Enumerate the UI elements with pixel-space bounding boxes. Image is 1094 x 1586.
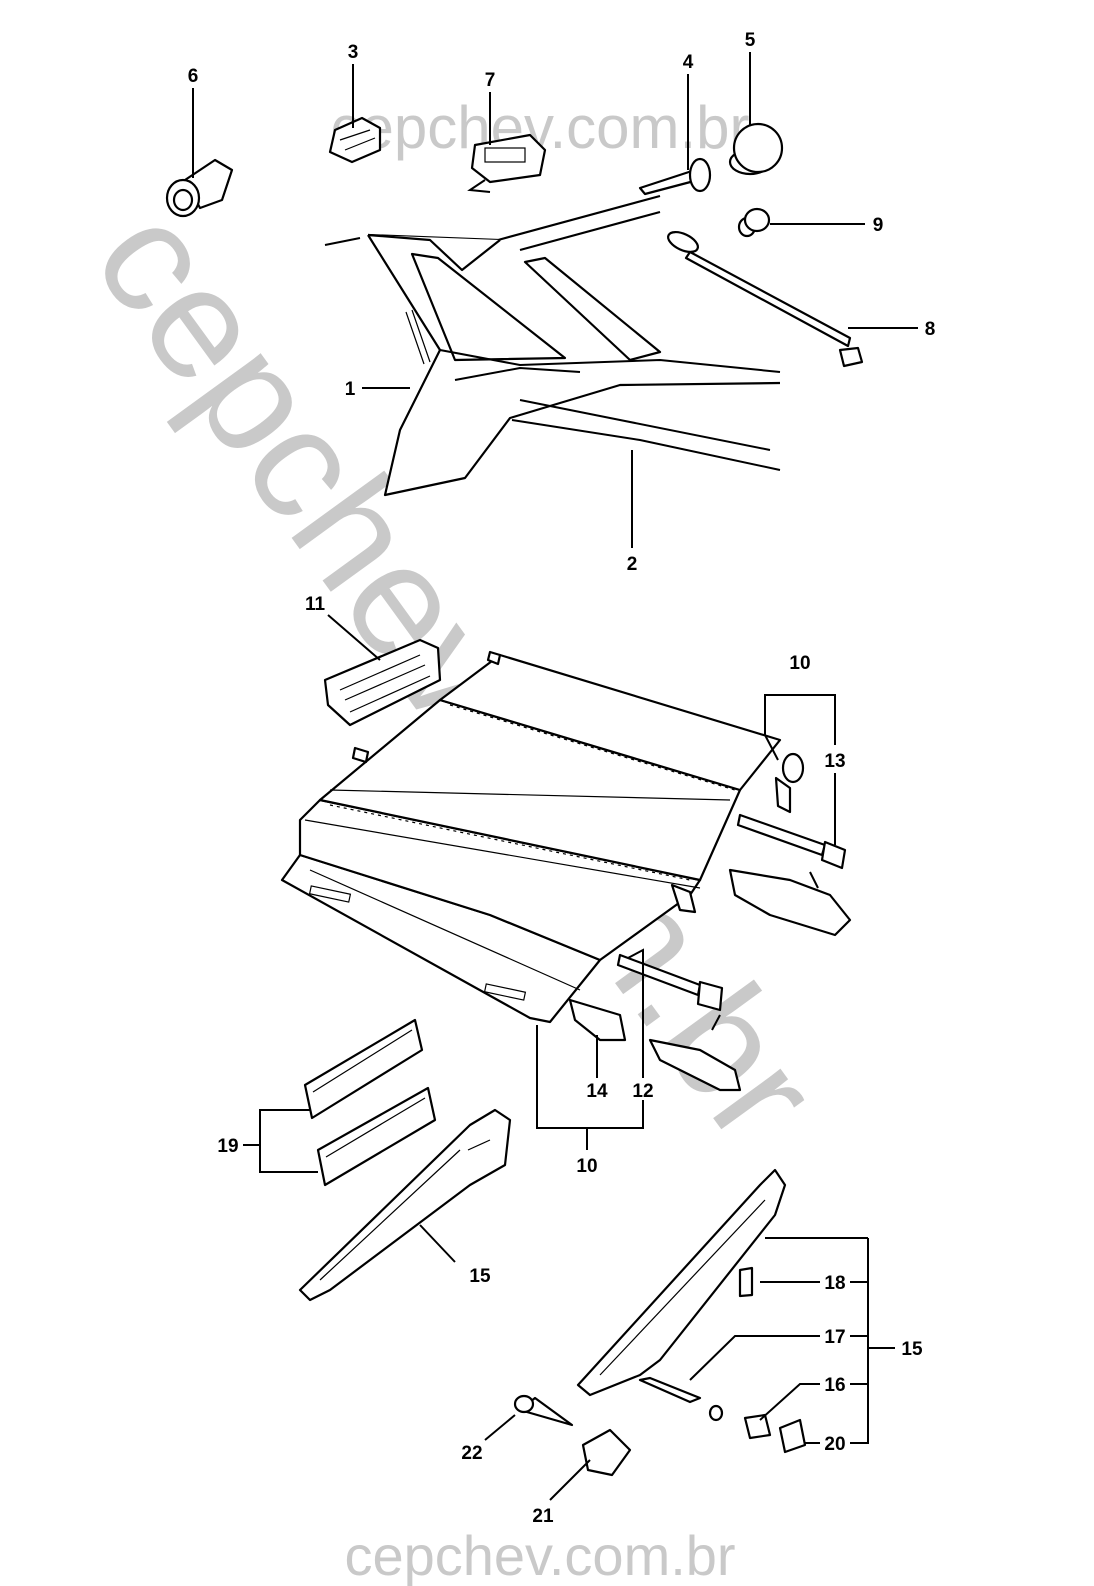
callout-10-top: 10 (789, 653, 810, 674)
callout-15-right: 15 (901, 1339, 923, 1360)
callout-9: 9 (873, 215, 884, 236)
callout-15-left: 15 (469, 1266, 491, 1287)
callout-1: 1 (345, 379, 356, 400)
callout-5: 5 (745, 30, 756, 51)
push-clip-part-6 (165, 158, 234, 218)
callout-19: 19 (217, 1136, 238, 1157)
plug-part-9 (737, 207, 771, 238)
strap-part-8 (667, 230, 864, 368)
callout-22: 22 (461, 1443, 482, 1464)
callout-3: 3 (348, 42, 359, 63)
connector-part-7 (467, 133, 547, 193)
leader-lines (192, 52, 918, 1501)
callout-7: 7 (485, 70, 496, 91)
rear-pillar-panel-part-1 (324, 194, 781, 497)
screw-part-4 (638, 157, 712, 196)
callout-labels: 6 3 7 4 5 9 8 1 2 11 10 13 14 12 10 19 1… (188, 30, 936, 1527)
callout-11: 11 (305, 594, 326, 615)
cap-part-5 (728, 122, 784, 176)
callout-16: 16 (824, 1375, 845, 1396)
callout-2: 2 (627, 554, 638, 575)
bracket-part-11 (323, 638, 442, 727)
callout-10-bottom: 10 (576, 1156, 597, 1177)
callout-18: 18 (824, 1273, 845, 1294)
callout-8: 8 (925, 319, 936, 340)
callout-20: 20 (824, 1434, 845, 1455)
callout-6: 6 (188, 66, 199, 87)
callout-12: 12 (632, 1081, 653, 1102)
callout-4: 4 (683, 52, 694, 73)
insert-part-19 (303, 1018, 437, 1187)
luggage-cover-part-10 (280, 650, 852, 1092)
clip-part-3 (328, 116, 382, 164)
side-trim-part-15-right (513, 1168, 807, 1477)
callout-21: 21 (532, 1506, 554, 1527)
callout-14: 14 (586, 1081, 608, 1102)
watermark-bottom: cepchev.com.br (344, 1524, 735, 1586)
side-trim-part-15-left (298, 1108, 512, 1302)
callout-13: 13 (824, 751, 845, 772)
callout-17: 17 (824, 1327, 845, 1348)
